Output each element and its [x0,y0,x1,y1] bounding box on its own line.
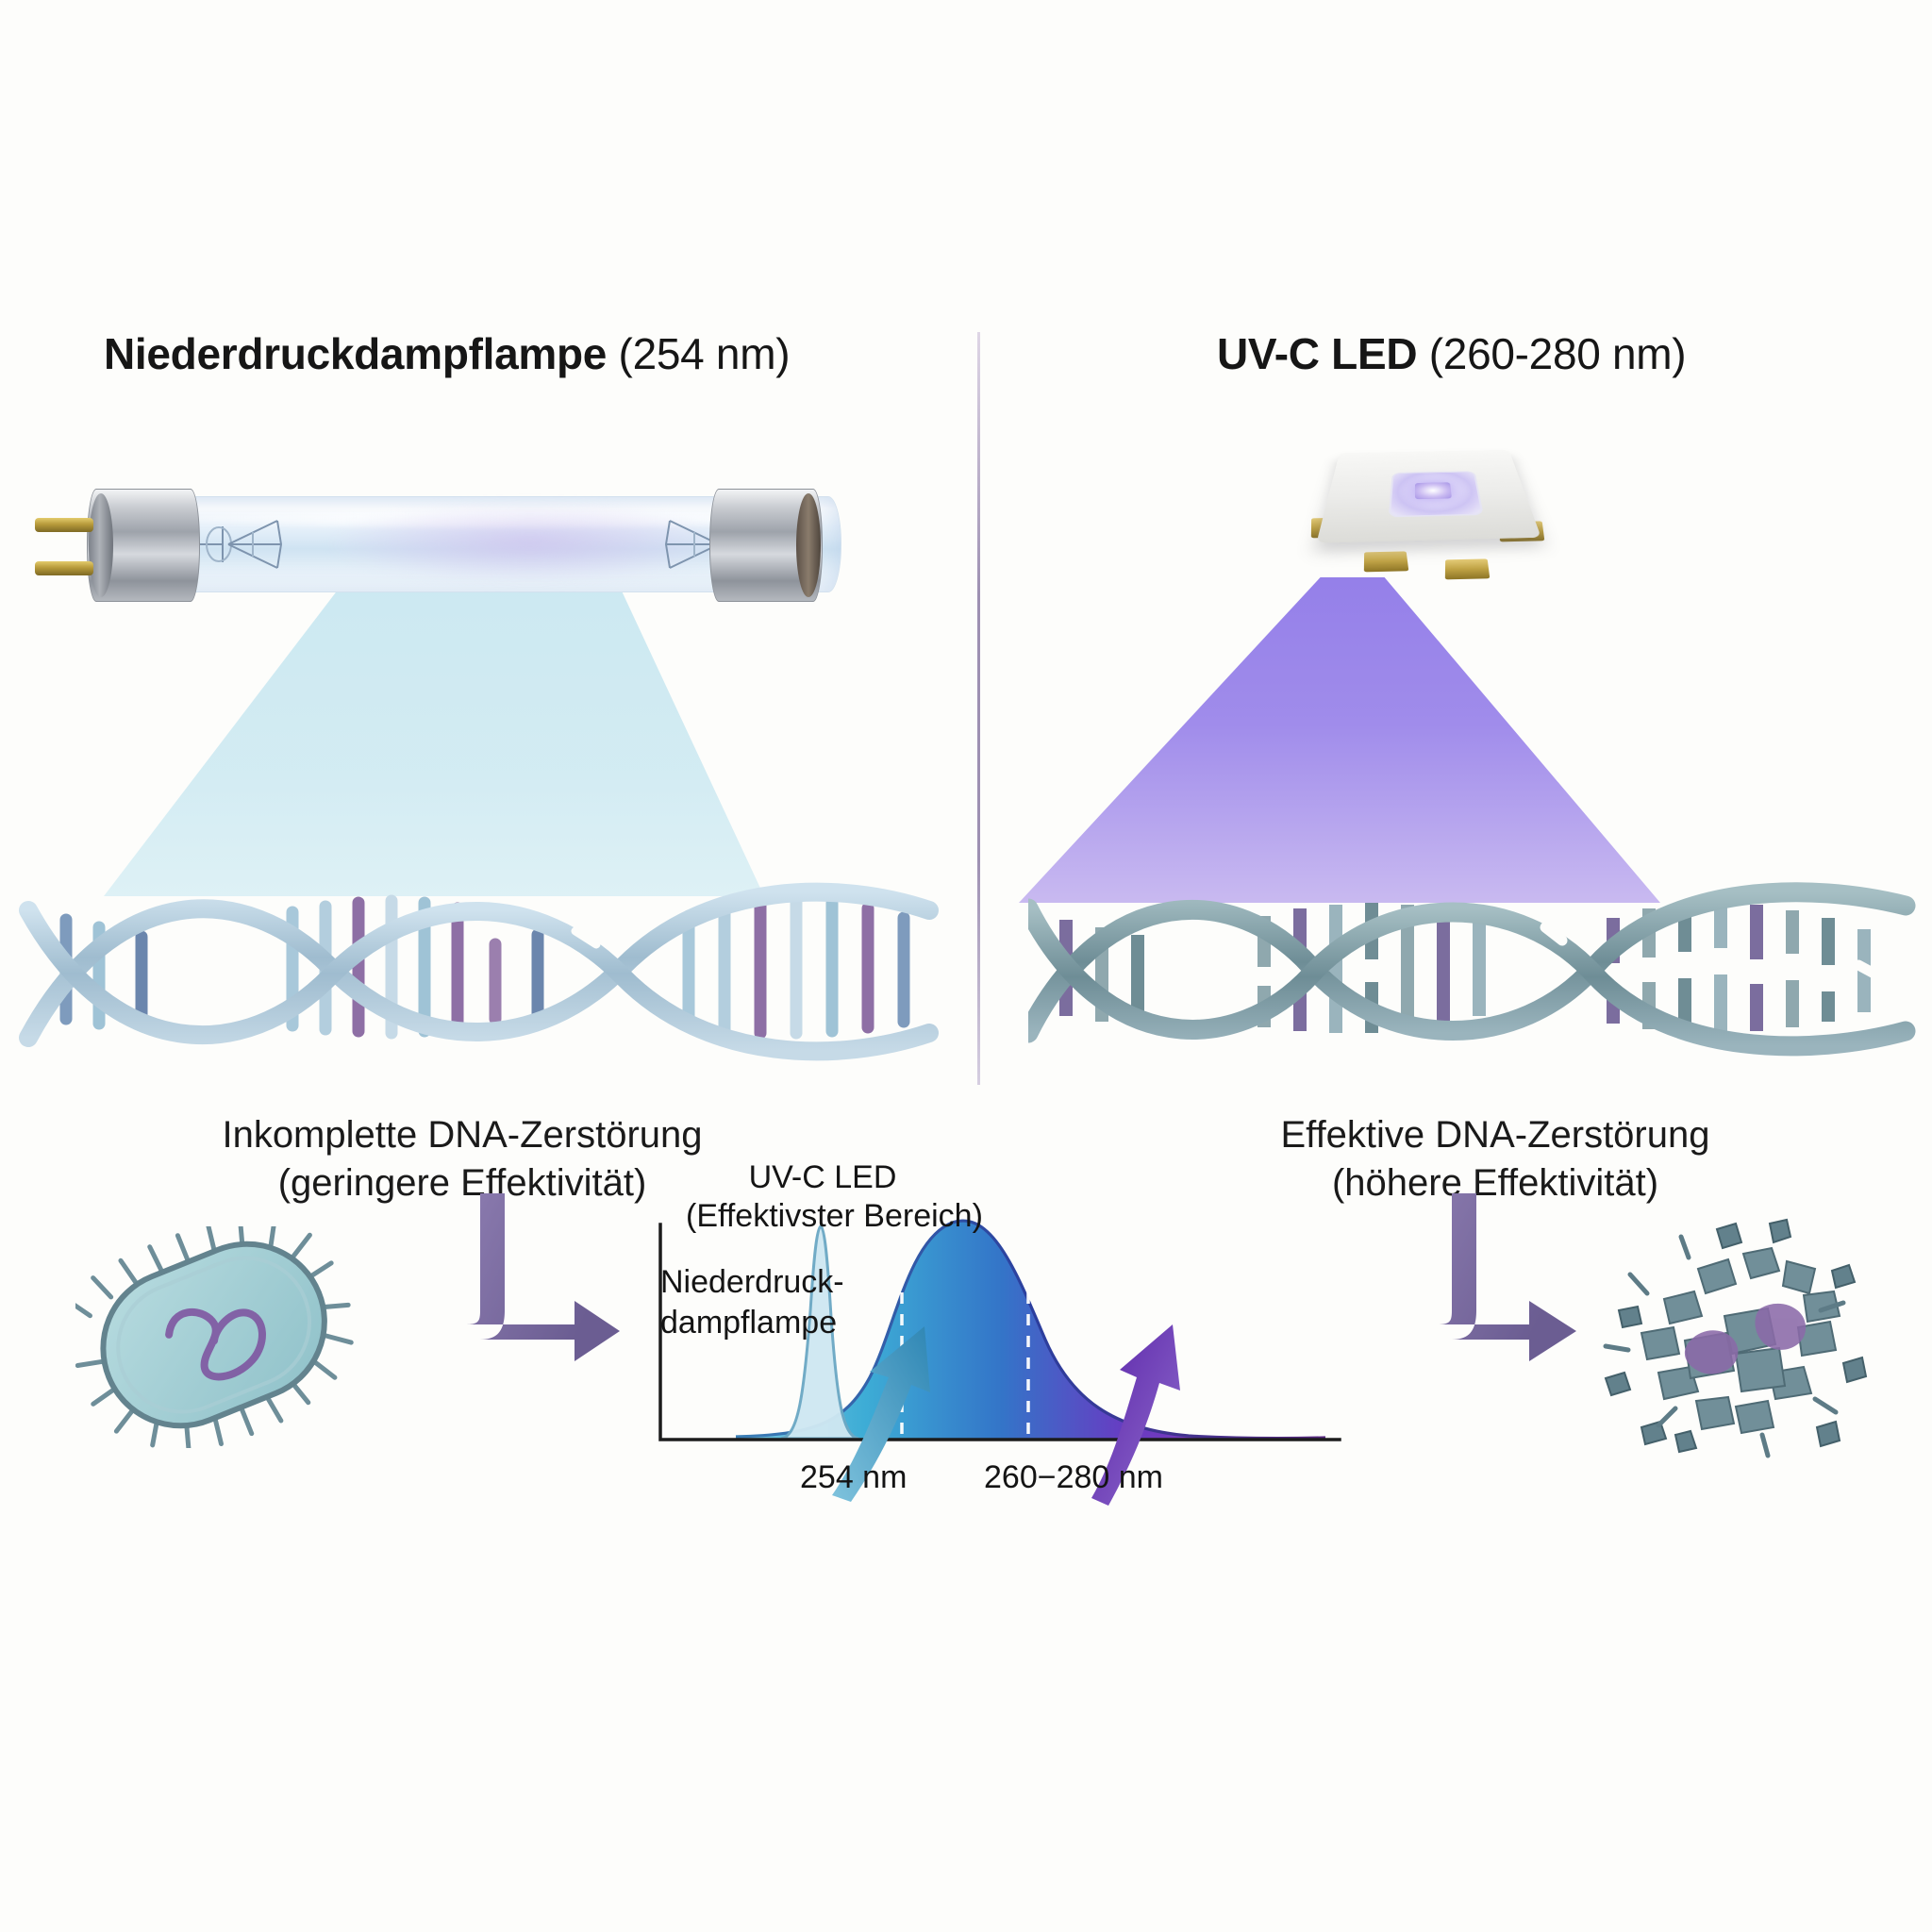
flow-arrow-left [354,1193,637,1396]
chart-series-label-lamp: Niederdruck- dampflampe [660,1262,844,1342]
lamp-pin [35,518,93,532]
dna-helix-left [9,854,953,1085]
led-solder-pad [1363,551,1409,573]
panel-title-left-light: (254 nm) [607,329,791,378]
lamp-end-cap-left [35,489,200,602]
dna-helix-right [1028,854,1932,1085]
caption-left-line1: Inkomplette DNA-Zerstörung [222,1114,703,1156]
uvc-led-chip-icon [1304,406,1555,604]
panel-title-right: UV-C LED (260-280 nm) [1217,328,1687,379]
panel-title-left-strong: Niederdruckdampflampe [104,329,608,378]
caption-right-line2: (höhere Effektivität) [1331,1162,1659,1205]
panel-title-right-light: (260-280 nm) [1417,329,1687,378]
uv-tube-lamp-icon [35,489,898,604]
chart-subtitle: (Effektivster Bereich) [686,1198,983,1235]
caption-left: Inkomplette DNA-Zerstörung (geringere Ef… [151,1111,774,1208]
bacterium-icon [65,1216,358,1452]
uv-spectrum-chart [623,1141,1349,1519]
destroyed-bacterium-icon [1585,1212,1868,1467]
chart-tick-254: 254 nm [800,1459,908,1495]
flow-arrow-right [1297,1193,1585,1396]
chart-tick-260-280: 260−280 nm [984,1459,1163,1495]
uv-beam-left [104,585,764,896]
lamp-pin [35,561,93,575]
chart-series-label-line1: Niederdruck- [660,1264,844,1300]
panel-title-left: Niederdruckdampflampe (254 nm) [104,328,791,379]
chart-title-block: UV-C LED (Effektivster Bereich) [686,1158,983,1237]
chart-series-label-line2: dampflampe [660,1304,838,1341]
chart-title: UV-C LED [748,1159,897,1195]
caption-right: Effektive DNA-Zerstörung (höhere Effekti… [1193,1111,1797,1208]
panel-title-right-strong: UV-C LED [1217,329,1418,378]
led-emitter-die [1414,482,1452,500]
lamp-end-cap-right [709,489,823,602]
led-solder-pad [1444,558,1491,580]
caption-left-line2: (geringere Effektivität) [277,1162,647,1205]
panel-divider [977,332,980,1085]
caption-right-line1: Effektive DNA-Zerstörung [1280,1114,1710,1156]
